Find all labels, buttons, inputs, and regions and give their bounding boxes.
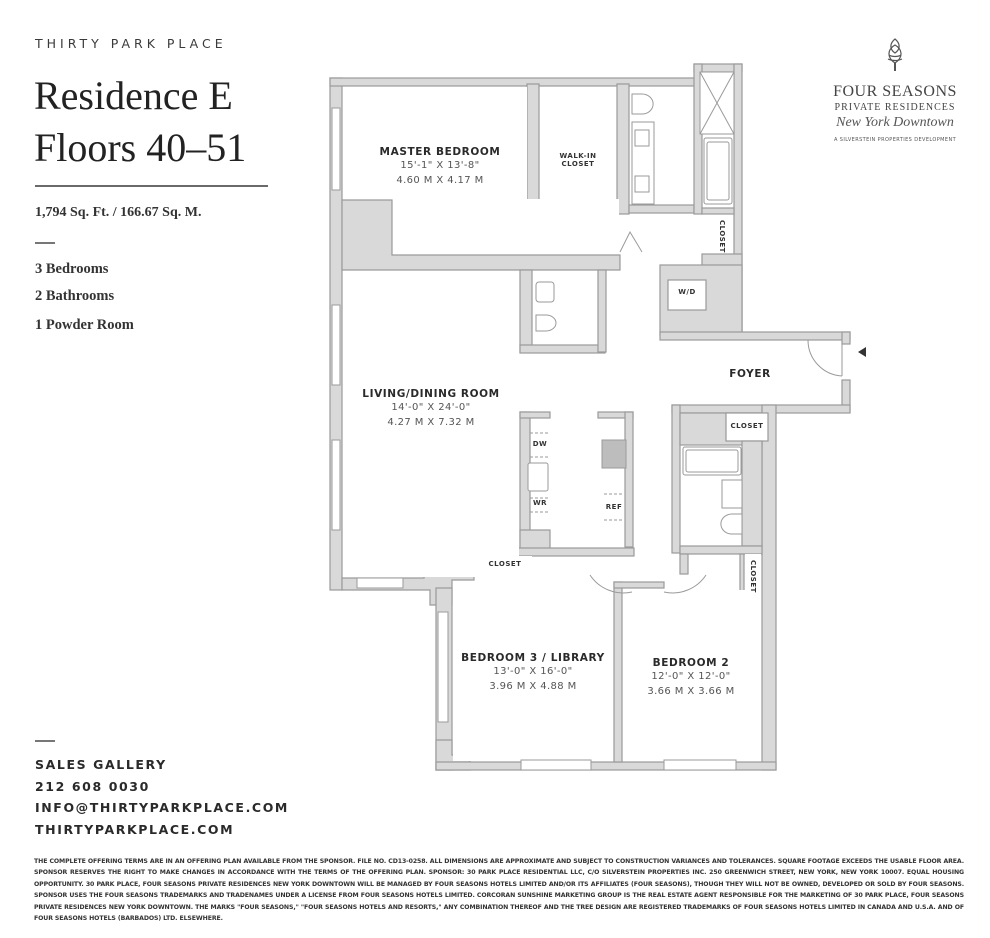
short-divider	[35, 242, 55, 244]
room-dim-metric: 3.66 M X 3.66 M	[647, 686, 735, 697]
tree-icon	[887, 38, 903, 71]
room-living-dining: LIVING/DINING ROOM 14'-0" X 24'-0" 4.27 …	[346, 388, 516, 430]
washer-dryer-label: W/D	[678, 288, 696, 296]
sales-gallery-heading: SALES GALLERY	[35, 757, 167, 772]
room-name: MASTER BEDROOM	[379, 146, 501, 158]
room-master-bedroom: MASTER BEDROOM 15'-1" X 13'-8" 4.60 M X …	[350, 146, 530, 188]
logo-line3: New York Downtown	[836, 115, 954, 130]
room-foyer: FOYER	[729, 368, 771, 380]
feature-bathrooms: 2 Bathrooms	[35, 288, 115, 304]
website-link[interactable]: THIRTYPARKPLACE.COM	[35, 822, 235, 837]
room-bedroom-3-library: BEDROOM 3 / LIBRARY 13'-0" X 16'-0" 3.96…	[452, 652, 614, 694]
closet-foyer-label: CLOSET	[730, 422, 764, 430]
room-dim-imperial: 12'-0" X 12'-0"	[651, 671, 731, 682]
walk-in-closet-label: WALK-IN CLOSET	[559, 152, 597, 168]
legal-disclaimer: THE COMPLETE OFFERING TERMS ARE IN AN OF…	[34, 858, 964, 923]
room-name: LIVING/DINING ROOM	[362, 388, 500, 400]
room-dim-metric: 4.27 M X 7.32 M	[387, 417, 475, 428]
dishwasher-label: DW	[532, 440, 548, 448]
room-name: BEDROOM 3 / LIBRARY	[461, 652, 605, 664]
room-dim-imperial: 13'-0" X 16'-0"	[493, 666, 573, 677]
four-seasons-logo: FOUR SEASONS PRIVATE RESIDENCES New York…	[815, 35, 975, 143]
room-name: BEDROOM 2	[652, 657, 730, 669]
room-dim-imperial: 15'-1" X 13'-8"	[400, 160, 480, 171]
title-divider	[35, 185, 268, 187]
wine-refrigerator-label: WR	[532, 499, 548, 507]
building-name: THIRTY PARK PLACE	[35, 36, 227, 51]
logo-line1: FOUR SEASONS	[833, 83, 957, 100]
room-dim-imperial: 14'-0" X 24'-0"	[391, 402, 471, 413]
refrigerator-label: REF	[605, 503, 623, 511]
feature-powder-room: 1 Powder Room	[35, 317, 134, 333]
area-text: 1,794 Sq. Ft. / 166.67 Sq. M.	[35, 205, 202, 220]
closet-living-label: CLOSET	[488, 560, 522, 568]
residence-name: Residence E	[34, 73, 233, 118]
entry-arrow-icon	[858, 347, 866, 357]
room-dim-metric: 3.96 M X 4.88 M	[489, 681, 577, 692]
phone-number[interactable]: 212 608 0030	[35, 779, 150, 794]
logo-line4: A SILVERSTEIN PROPERTIES DEVELOPMENT	[833, 137, 957, 143]
page-title: Residence E Floors 40–51	[34, 70, 246, 174]
closet-bedroom2-label: CLOSET	[749, 560, 757, 593]
email-link[interactable]: INFO@THIRTYPARKPLACE.COM	[35, 800, 289, 815]
room-dim-metric: 4.60 M X 4.17 M	[396, 175, 484, 186]
feature-bedrooms: 3 Bedrooms	[35, 261, 109, 277]
closet-master-label: CLOSET	[718, 220, 726, 253]
contact-divider	[35, 740, 55, 742]
room-bedroom-2: BEDROOM 2 12'-0" X 12'-0" 3.66 M X 3.66 …	[622, 657, 760, 699]
logo-line2: PRIVATE RESIDENCES	[834, 102, 956, 113]
floors-range: Floors 40–51	[34, 125, 247, 170]
